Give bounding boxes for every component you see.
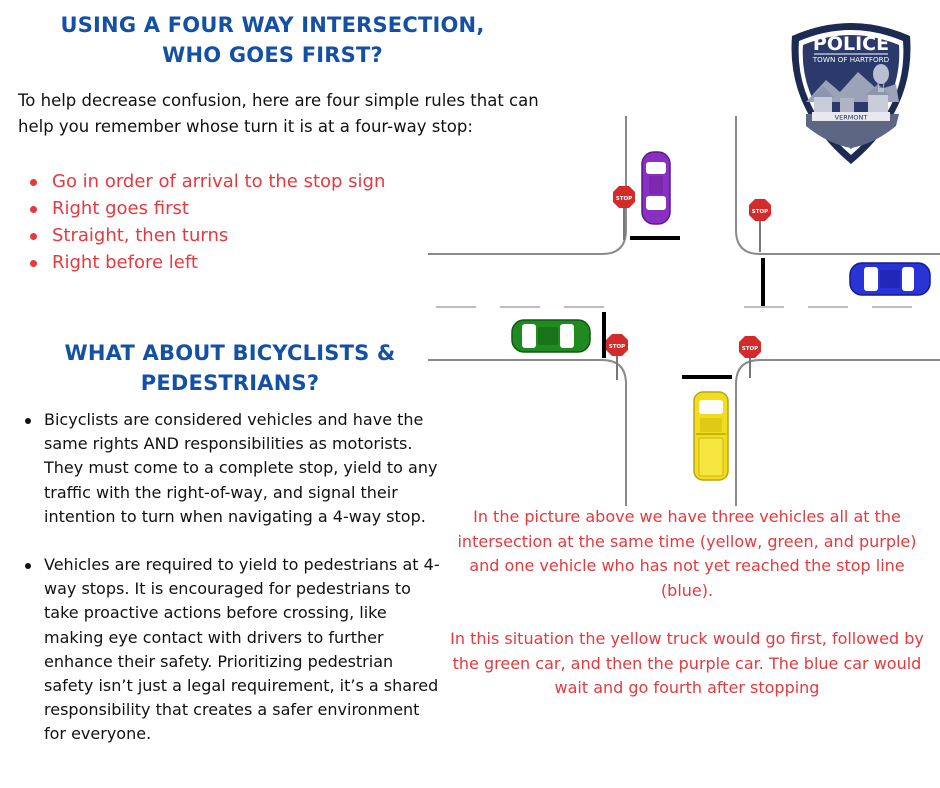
svg-text:STOP: STOP	[616, 196, 632, 202]
rule-item: Straight, then turns	[24, 222, 385, 249]
stop-sign-icon: STOP	[613, 186, 635, 240]
police-badge-icon: VERMONT POLICE TOWN OF HARTFORD	[791, 23, 911, 164]
svg-text:POLICE: POLICE	[813, 33, 889, 55]
blue-car	[849, 262, 931, 296]
svg-text:STOP: STOP	[609, 344, 625, 350]
rule-item: Go in order of arrival to the stop sign	[24, 168, 385, 195]
rule-item: Right goes first	[24, 195, 385, 222]
bicyclists-heading-line1: WHAT ABOUT BICYCLISTS &	[64, 341, 396, 365]
svg-text:STOP: STOP	[752, 209, 768, 215]
stop-sign-icon: STOP	[606, 334, 628, 380]
svg-text:VERMONT: VERMONT	[835, 114, 868, 122]
stop-sign-icon: STOP	[749, 199, 771, 252]
stop-sign-icon: STOP	[739, 336, 761, 378]
explanation-paragraph: In the picture above we have three vehic…	[457, 507, 917, 600]
bicyclists-heading: WHAT ABOUT BICYCLISTS & PEDESTRIANS?	[20, 338, 440, 398]
bicyclists-heading-line2: PEDESTRIANS?	[140, 371, 320, 395]
purple-car	[641, 151, 671, 225]
rules-list: Go in order of arrival to the stop sign …	[24, 168, 385, 276]
main-heading: USING A FOUR WAY INTERSECTION, WHO GOES …	[20, 10, 525, 70]
main-heading-line2: WHO GOES FIRST?	[162, 43, 383, 67]
explanation: In the picture above we have three vehic…	[442, 505, 932, 725]
bullet-item: Bicyclists are considered vehicles and h…	[22, 408, 442, 529]
svg-text:TOWN OF HARTFORD: TOWN OF HARTFORD	[812, 55, 890, 64]
green-car	[511, 319, 591, 353]
svg-text:STOP: STOP	[742, 346, 758, 352]
rule-item: Right before left	[24, 249, 385, 276]
intersection-diagram: STOP STOP STOP STOP	[428, 116, 940, 506]
main-heading-line1: USING A FOUR WAY INTERSECTION,	[60, 13, 485, 37]
explanation-paragraph: In this situation the yellow truck would…	[450, 629, 924, 697]
yellow-truck	[693, 391, 729, 481]
bullet-item: Vehicles are required to yield to pedest…	[22, 553, 442, 747]
intro-text: To help decrease confusion, here are fou…	[18, 91, 539, 136]
bicyclist-pedestrian-list: Bicyclists are considered vehicles and h…	[22, 408, 442, 771]
